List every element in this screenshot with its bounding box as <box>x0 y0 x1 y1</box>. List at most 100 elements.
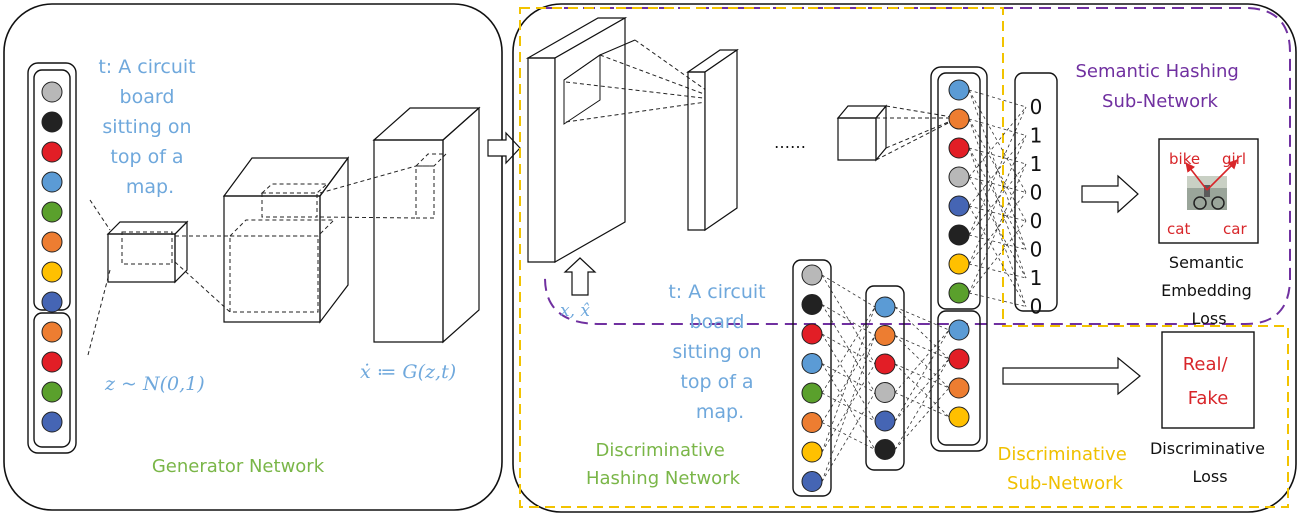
gen-connector-bottom <box>87 269 111 356</box>
generator-caption: t: A circuit board sitting on top of a m… <box>98 56 201 198</box>
gen-text-node-blue <box>41 291 63 313</box>
semantic-subnetwork-title: Semantic Hashing Sub-Network <box>1075 61 1244 112</box>
ellipsis: …… <box>774 133 806 152</box>
feature-top-node-yellow <box>948 253 970 275</box>
discriminative-loss-label: Discriminative Loss <box>1150 439 1270 486</box>
generator-to-discriminator-arrow <box>487 131 521 165</box>
generator-vector-outer <box>27 62 77 454</box>
hash-bit: 0 <box>1030 181 1043 205</box>
feature-to-bit-link <box>968 106 1027 236</box>
text-to-hidden-link <box>821 392 876 422</box>
feature-to-bit-link <box>968 118 1027 279</box>
gen-text-node-lightblue <box>41 171 63 193</box>
gen-text-node-yellow <box>41 261 63 283</box>
input-label: x, x̂ <box>560 301 590 321</box>
disc-text-node-lightblue <box>801 353 823 374</box>
hash-bit: 1 <box>1030 266 1043 290</box>
gen-noise-node-blue <box>41 411 63 433</box>
feature-vector-outer <box>930 66 988 452</box>
feature-bottom-box <box>937 310 981 446</box>
discriminator-title: Discriminative Hashing Network <box>586 440 741 489</box>
hash-code-box <box>1014 72 1058 312</box>
disc-hidden-node-orange <box>874 325 896 346</box>
hash-bit: 0 <box>1030 295 1043 319</box>
gen-medium-cube-patches <box>174 183 336 313</box>
discriminator-panel <box>512 3 1297 513</box>
real-fake-label: Real/ Fake <box>1183 354 1234 409</box>
disc-text-node-red <box>801 323 823 345</box>
feature-to-bit-link <box>968 118 1027 136</box>
feature-bottom-node-orange <box>948 377 970 399</box>
text-to-hidden-link <box>821 335 876 482</box>
feature-to-bit-link <box>968 220 1027 294</box>
feature-bottom-node-lightblue <box>948 319 970 341</box>
noise-label: z ~ N(0,1) <box>104 373 205 395</box>
to-discriminative-loss-arrow <box>1002 356 1141 396</box>
text-to-hidden-link <box>821 422 876 450</box>
feature-to-bit-link <box>968 292 1027 307</box>
discriminative-subnetwork-boundary <box>519 7 1289 508</box>
feature-to-bit-link <box>968 118 1027 222</box>
to-semantic-loss-arrow <box>1081 174 1139 214</box>
discriminative-subnetwork-title: Discriminative Sub-Network <box>997 444 1132 494</box>
disc-text-node-green <box>801 382 823 404</box>
semantic-word-bike: bike <box>1169 150 1200 168</box>
feature-to-bit-link <box>968 263 1027 279</box>
text-to-hidden-link <box>821 274 876 308</box>
disc-text-node-blue <box>801 471 823 492</box>
semantic-word-girl: girl <box>1222 150 1246 168</box>
hash-bit: 0 <box>1030 95 1043 119</box>
text-to-hidden-link <box>821 363 876 450</box>
generator-title: Generator Network <box>152 456 325 477</box>
hidden-to-feature-link <box>894 306 950 360</box>
text-to-hidden-link <box>821 306 876 394</box>
hidden-to-feature-link <box>894 358 950 422</box>
feature-to-bit-link <box>968 176 1027 279</box>
gen-small-cube-patch <box>121 231 173 265</box>
feature-top-box <box>937 72 981 310</box>
hash-bit: 0 <box>1030 238 1043 262</box>
gen-noise-node-red <box>41 351 63 373</box>
text-to-hidden-link <box>821 333 876 422</box>
feature-to-bit-link <box>968 234 1027 250</box>
feature-to-bit-link <box>968 89 1027 250</box>
hidden-to-feature-link <box>894 329 950 393</box>
gen-text-node-red <box>41 141 63 163</box>
semantic-subnetwork-boundary <box>544 7 1291 325</box>
text-to-hidden-link <box>821 304 876 393</box>
semantic-word-cat: cat <box>1167 220 1190 238</box>
hash-bit: 1 <box>1030 124 1043 148</box>
generator-small-cube <box>106 220 189 284</box>
disc-text-vector <box>801 264 823 492</box>
hidden-to-feature-link <box>894 363 950 389</box>
disc-text-node-orange <box>801 412 823 433</box>
text-to-hidden-link <box>821 392 876 482</box>
cube-to-feature-lines <box>875 105 959 161</box>
disc-text-node-yellow <box>801 441 823 463</box>
feature-to-bit-link <box>968 176 1027 193</box>
feature-to-bit-link <box>968 147 1027 250</box>
feature-top-node-orange <box>948 108 970 130</box>
text-vector-connections <box>821 274 950 482</box>
gen-text-node-orange <box>41 231 63 253</box>
feature-to-hash-connections <box>968 89 1027 307</box>
feature-top-node-lightblue <box>948 79 970 101</box>
input-up-arrow <box>563 257 597 296</box>
gen-slab-patch <box>319 153 448 219</box>
feature-top-node-gray <box>948 166 970 188</box>
disc-hidden-node-blue <box>874 410 896 432</box>
generator-medium-cube <box>222 156 350 324</box>
disc-hidden-node-red <box>874 353 896 375</box>
feature-to-bit-link <box>968 89 1027 108</box>
hidden-to-feature-link <box>894 392 950 418</box>
discriminator-input-slab <box>525 16 628 264</box>
generator-noise-vector <box>41 321 63 433</box>
hidden-to-feature-link <box>894 363 950 418</box>
hidden-to-feature-link <box>894 358 950 450</box>
discriminator-small-cube <box>836 104 888 162</box>
hidden-to-feature-link <box>894 329 950 422</box>
discriminator-conv-slab <box>686 48 739 232</box>
feature-bottom-node-red <box>948 348 970 370</box>
feature-bottom-node-yellow <box>948 406 970 428</box>
